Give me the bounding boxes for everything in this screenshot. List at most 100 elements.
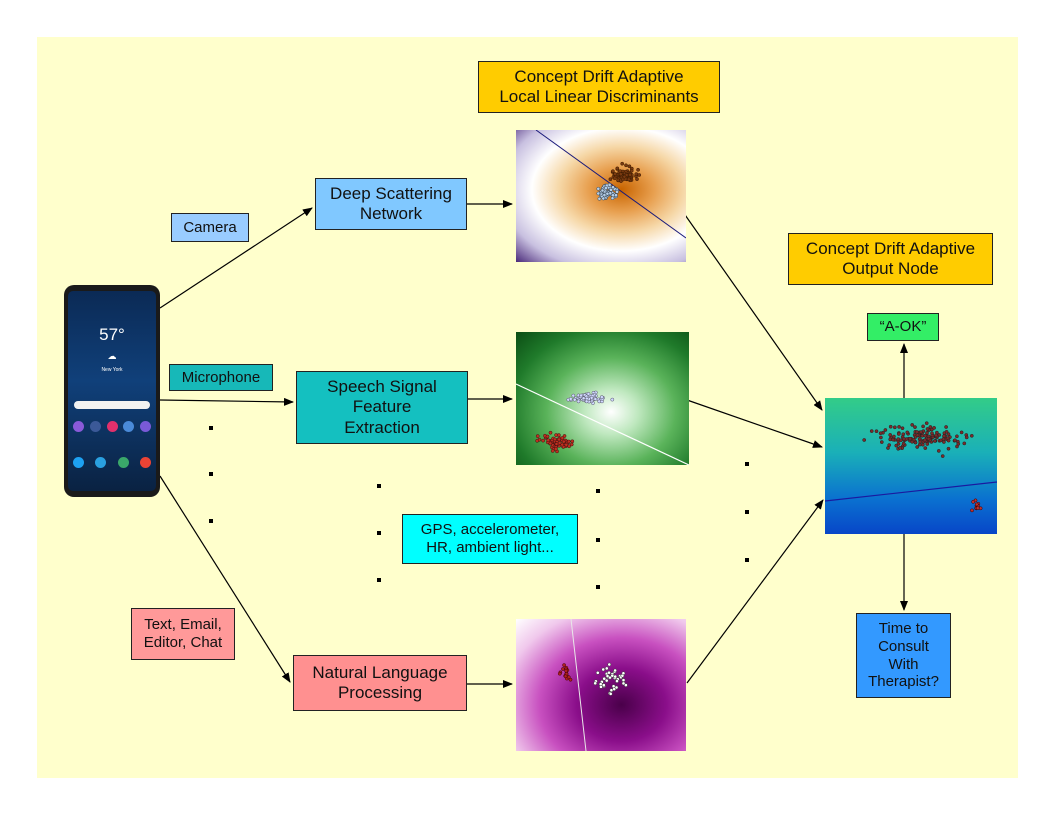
scatter-point <box>959 430 964 435</box>
phone-temperature: 57° <box>99 325 125 344</box>
scatter-point <box>605 674 610 678</box>
scatter-point <box>932 426 936 430</box>
scatter-point <box>613 668 617 673</box>
plot-1-svg <box>535 130 686 239</box>
camera-label: Camera <box>171 213 249 242</box>
scatter-point <box>554 433 558 437</box>
scatter-point <box>940 454 945 458</box>
scatter-point <box>621 681 626 686</box>
scatter-point <box>611 684 616 689</box>
scatter-point <box>932 439 937 443</box>
scatter-point <box>599 395 604 399</box>
scatter-point <box>553 447 558 451</box>
nlp-discriminant-plot <box>516 619 686 751</box>
scatter-point <box>905 430 910 435</box>
phone-city: New York <box>101 367 123 373</box>
phone-dock <box>73 457 151 468</box>
scatter-point <box>969 433 974 438</box>
app-icon <box>73 457 84 468</box>
scatter-point <box>946 432 951 436</box>
scatter-point <box>901 441 906 446</box>
app-icon <box>89 421 101 432</box>
scatter-point <box>636 167 640 172</box>
scatter-point <box>936 449 941 453</box>
scatter-point <box>566 439 571 444</box>
scatter-point <box>569 442 574 447</box>
ellipsis-dot <box>377 531 381 535</box>
scatter-point <box>576 399 581 404</box>
scatter-point <box>618 172 623 177</box>
scatter-point <box>879 435 883 440</box>
scatter-point <box>869 429 874 433</box>
scatter-point <box>928 425 933 429</box>
scatter-point <box>924 421 929 426</box>
scatter-point <box>915 430 919 434</box>
scatter-point <box>620 161 625 166</box>
scatter-point <box>913 425 917 429</box>
scatter-point <box>946 446 951 451</box>
scatter-point <box>548 441 553 446</box>
scatter-point <box>953 438 957 443</box>
arrow-phone-to-scattering <box>159 207 313 309</box>
app-icon <box>117 457 129 468</box>
ellipsis-dot <box>745 558 749 562</box>
ellipsis-dot <box>377 484 381 488</box>
scatter-point <box>593 397 598 401</box>
title-line-2: Local Linear Discriminants <box>499 87 699 106</box>
scatter-point <box>607 670 611 675</box>
ellipsis-dot <box>209 472 213 476</box>
phone-app-row <box>73 421 151 432</box>
microphone-label: Microphone <box>169 364 273 391</box>
scatter-point <box>888 433 893 437</box>
scatter-point <box>955 434 959 439</box>
a-ok-output: “A-OK” <box>867 313 939 341</box>
scatter-point <box>898 445 902 450</box>
scatter-point <box>624 163 628 168</box>
scatter-point <box>635 177 639 181</box>
scatter-point <box>615 166 620 171</box>
scatter-point <box>557 437 561 442</box>
scatter-point <box>607 662 612 667</box>
scatter-point <box>925 427 930 431</box>
plot-2-svg <box>516 383 689 465</box>
scatter-point <box>604 186 608 190</box>
scatter-point <box>615 190 619 194</box>
ellipsis-dot <box>745 462 749 466</box>
scatter-point <box>601 196 606 201</box>
scatter-point <box>615 679 619 683</box>
scatter-point <box>596 191 601 196</box>
scatter-point <box>955 444 959 449</box>
scatter-point <box>925 442 930 446</box>
phone-search-bar <box>74 401 150 409</box>
scatter-point <box>605 191 610 196</box>
scatter-point <box>862 438 867 442</box>
scatter-point <box>938 438 943 443</box>
title-line-1: Concept Drift Adaptive <box>514 66 684 86</box>
scatter-point <box>601 683 606 687</box>
scatter-point <box>546 438 551 443</box>
scatter-point <box>563 674 568 679</box>
scatter-point <box>596 186 601 191</box>
scatter-point <box>557 671 562 676</box>
scatter-point <box>545 434 550 439</box>
arrow-plot2-to-output <box>686 399 823 448</box>
scatter-point <box>561 667 565 671</box>
scatter-point <box>579 393 583 398</box>
scatter-point <box>894 443 899 448</box>
scatter-point <box>609 188 613 192</box>
scatter-point <box>918 439 923 444</box>
scatter-point <box>593 681 598 686</box>
output-node-plot <box>825 398 997 534</box>
ellipsis-dot <box>596 538 600 542</box>
app-icon <box>73 421 84 432</box>
ellipsis-dot <box>596 489 600 493</box>
scatter-point <box>601 667 606 672</box>
scatter-point <box>919 430 923 434</box>
scatter-point <box>915 433 920 438</box>
scatter-point <box>610 673 615 678</box>
deep-scattering-box: Deep Scattering Network <box>315 178 467 230</box>
arrow-phone-to-nlp <box>159 475 291 683</box>
arrow-plot3-to-output <box>686 499 824 684</box>
scatter-point <box>891 437 895 442</box>
scatter-point <box>611 193 615 198</box>
